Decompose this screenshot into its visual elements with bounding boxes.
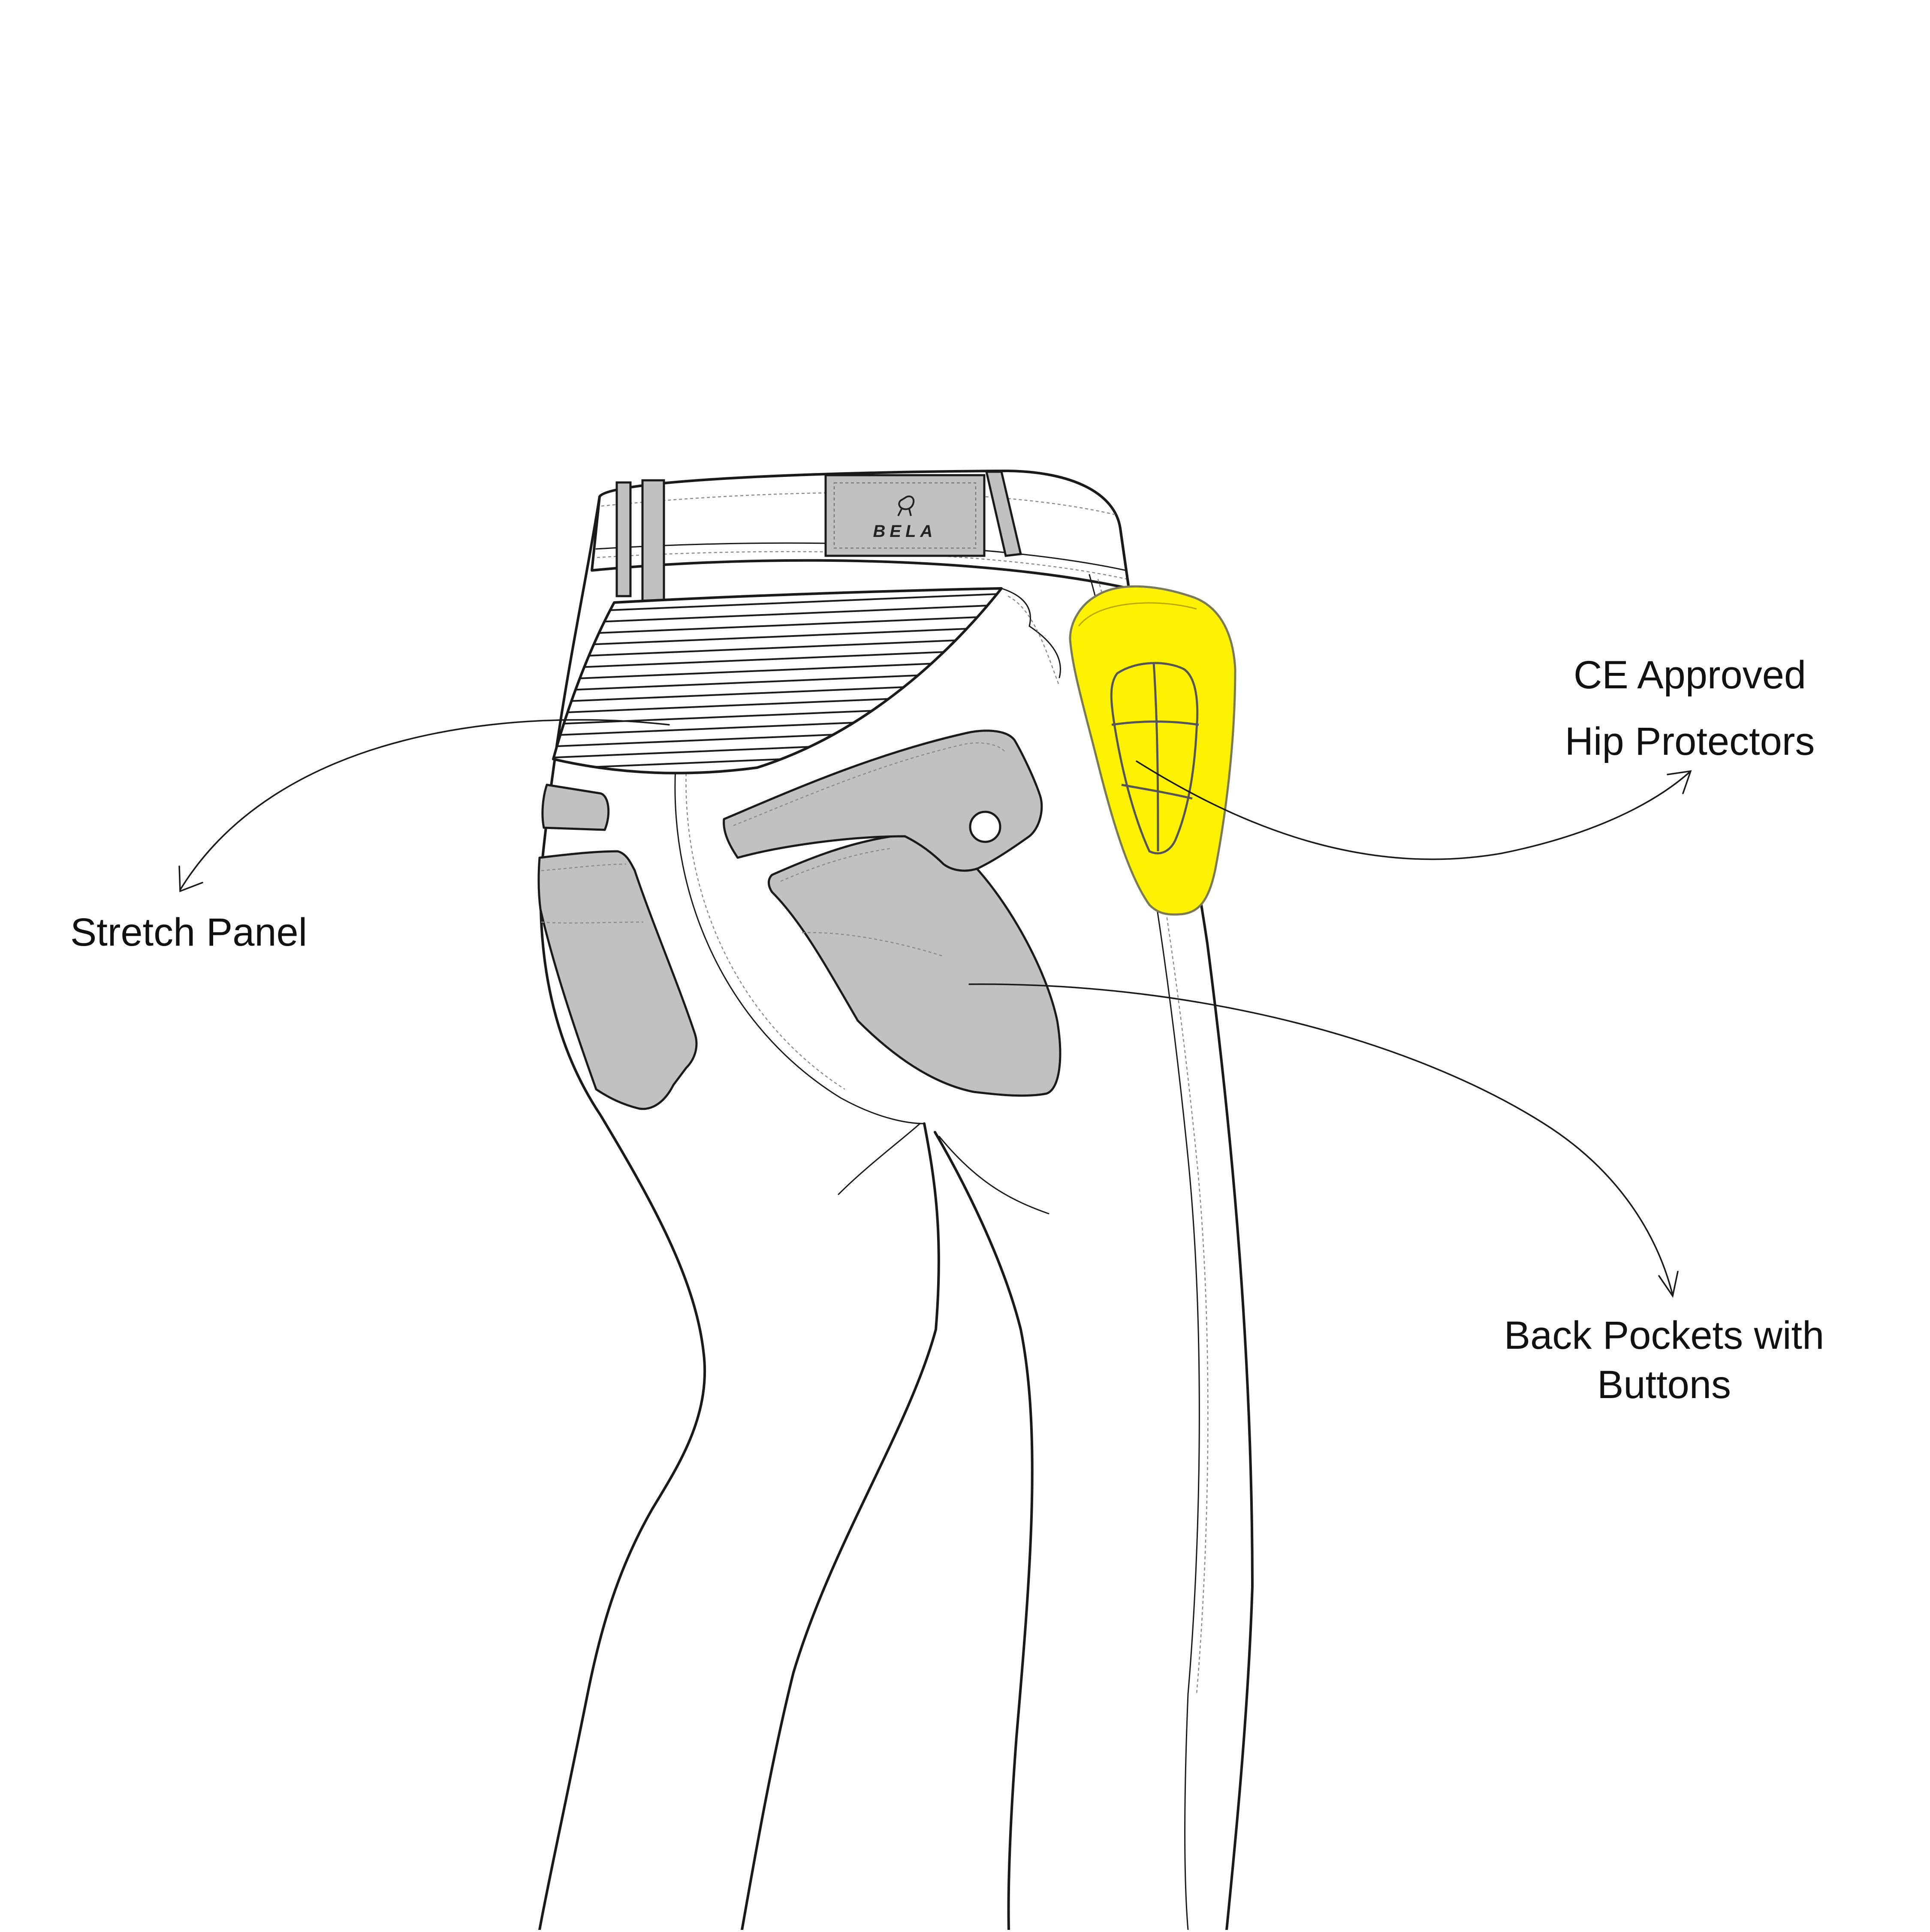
hip-protector <box>1069 585 1236 916</box>
leader-lines <box>178 719 1692 1298</box>
callout-back-pockets-line1: Back Pockets with <box>1504 1314 1824 1357</box>
belt-loop-left-1 <box>615 481 632 597</box>
callout-hip-protectors-line2: Hip Protectors <box>1565 720 1815 763</box>
leader-stretch-panel <box>179 719 670 891</box>
arrowhead-hip-protectors <box>1667 770 1692 794</box>
left-side-pocket <box>537 784 698 1110</box>
belt-loop-left-2 <box>641 479 665 607</box>
crotch-seam <box>741 1122 940 1931</box>
protector-grid <box>1110 662 1199 855</box>
stretch-rib <box>553 625 1001 648</box>
back-pocket <box>723 729 1062 1097</box>
callout-back-pockets-line2: Buttons <box>1597 1363 1731 1407</box>
pocket-flap <box>723 729 1043 872</box>
arrowhead-stretch-panel <box>178 865 203 892</box>
seat-fold-line <box>838 1123 921 1195</box>
stretch-rib <box>553 614 1001 636</box>
seat-seam <box>674 767 925 1124</box>
callout-hip-protectors-line1: CE Approved <box>1574 653 1806 697</box>
leader-back-pockets <box>968 983 1674 1296</box>
arrowhead-back-pockets <box>1658 1271 1679 1298</box>
brand-logo-icon <box>897 495 915 516</box>
belt-loop-right <box>985 470 1022 557</box>
brand-label-text: BELA <box>873 522 937 541</box>
inner-leg-seam <box>934 1131 1034 1931</box>
pocket-button <box>969 811 1001 843</box>
callout-stretch-panel: Stretch Panel <box>70 910 307 954</box>
brand-label-patch: BELA <box>824 474 986 557</box>
leader-hip-protectors <box>1136 760 1691 860</box>
stretch-rib <box>553 636 1001 659</box>
